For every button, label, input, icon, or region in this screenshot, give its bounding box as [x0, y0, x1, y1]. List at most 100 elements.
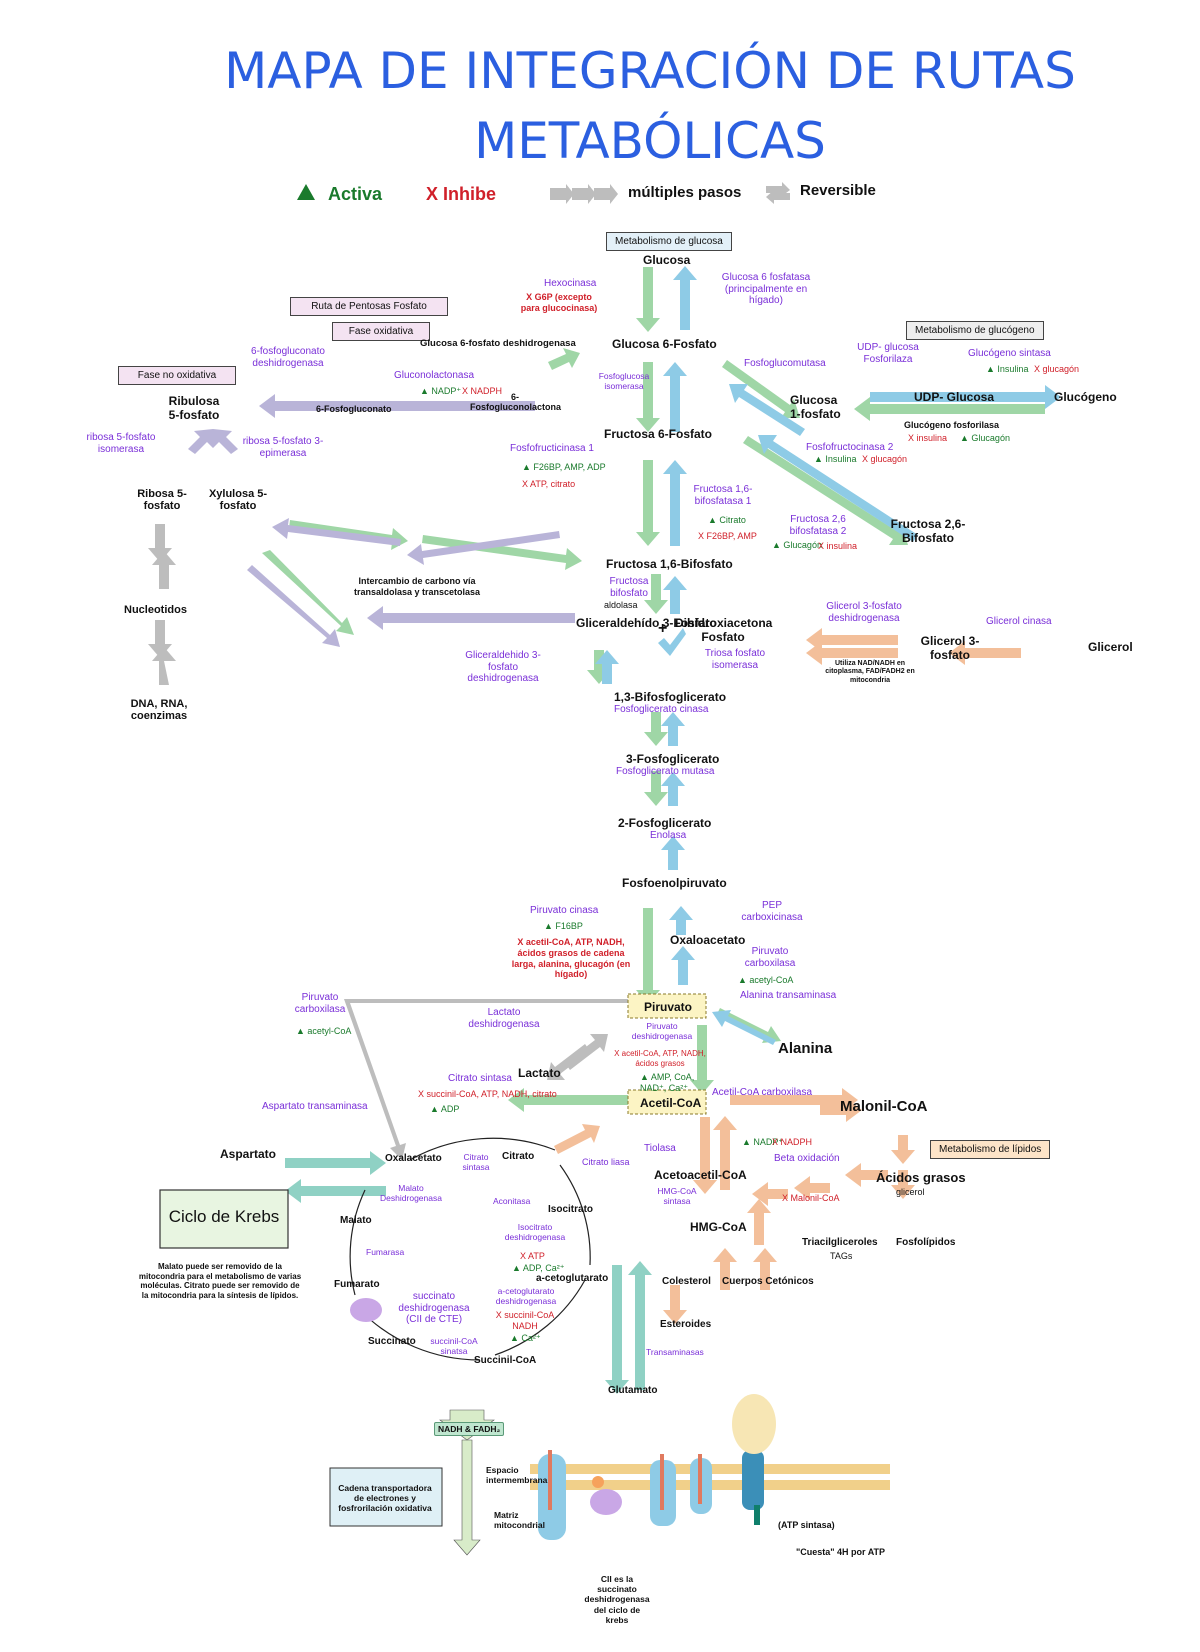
node-succinato: Succinato	[368, 1336, 416, 1347]
node-13bpg: 1,3-Bifosfoglicerato	[614, 690, 727, 704]
node-hmgcoa: HMG-CoA	[690, 1220, 747, 1234]
node-ribulosa: Ribulosa 5-fosfato	[168, 394, 220, 422]
enzyme-scs: succinil-CoA sinatsa	[430, 1336, 478, 1356]
reg-akg-x: X succinil-CoA NADH	[495, 1310, 555, 1331]
enzyme-r5pi: ribosa 5-fosfato isomerasa	[86, 432, 156, 455]
reg-pdh-act: ▲ AMP, CoA, NAD⁺, Ca²⁺	[640, 1072, 695, 1093]
node-f6p: Fructosa 6-Fosfato	[604, 427, 713, 441]
reg-idh-act: ▲ ADP, Ca²⁺	[512, 1263, 565, 1273]
node-tags: TAGs	[830, 1251, 853, 1261]
enzyme-glicerolcinasa: Glicerol cinasa	[986, 616, 1052, 627]
amino-arrows	[285, 1151, 652, 1394]
node-triacilgliceroles: Triacilgliceroles	[802, 1237, 878, 1248]
enzyme-pc: Piruvato carboxilasa	[744, 946, 796, 969]
node-dhap: Dihidroxiacetona Fosfato	[675, 616, 773, 644]
enzyme-aconitasa: Aconitasa	[493, 1196, 531, 1206]
enzyme-pepck: PEP carboxicinasa	[741, 900, 803, 923]
enzyme-gluconolactonasa: Gluconolactonasa	[394, 370, 475, 381]
note-atp-sintasa: (ATP sintasa)	[778, 1520, 835, 1530]
enzyme-fbpasa1: Fructosa 1,6-bifosfatasa 1	[693, 484, 753, 507]
enzyme-gapdh: Gliceraldehido 3-fosfato deshidrogenasa	[465, 650, 541, 684]
node-acetoacetil: Acetoacetil-CoA	[654, 1168, 747, 1182]
enzyme-aldolasa: Fructosa bifosfato	[609, 576, 649, 599]
reg-gs-act: ▲ Insulina	[986, 364, 1029, 374]
enzyme-krebs-malato: Malato Deshidrogenasa	[380, 1183, 442, 1203]
enzyme-g3pdh: Glicerol 3-fosfato deshidrogenasa	[826, 601, 902, 624]
node-gap: Gliceraldehído 3-Fosfato	[576, 616, 717, 630]
enzyme-g6fosfatasa: Glucosa 6 fosfatasa (principalmente en h…	[721, 272, 811, 306]
enzyme-tiolasa: Tiolasa	[644, 1143, 676, 1154]
enzyme-transaminasas: Transaminasas	[646, 1347, 704, 1357]
enzyme-hexocinasa: Hexocinasa	[544, 278, 597, 289]
reg-gp-x: X insulina	[908, 433, 948, 443]
reg-fbp1-x: X F26BP, AMP	[698, 531, 757, 541]
label-intercambio: Intercambio de carbono vía transaldolasa…	[353, 576, 481, 597]
node-acetilcoa: Acetil-CoA	[640, 1096, 702, 1110]
reg-hexo-x: X G6P (excepto para glucocinasa)	[520, 292, 598, 313]
reg-g6pdh-act: ▲ NADP⁺	[420, 386, 462, 396]
label-ciclo-krebs: Ciclo de Krebs	[168, 1207, 280, 1226]
node-esteroides: Esteroides	[660, 1319, 712, 1330]
node-6fosfogluconato: 6-Fosfogluconato	[316, 404, 392, 414]
enzyme-triosa: Triosa fosfato isomerasa	[704, 648, 766, 671]
node-g1p: Glucosa 1-fosfato	[790, 393, 841, 421]
enzyme-fosfoglucomutasa: Fosfoglucomutasa	[744, 358, 826, 369]
label-metabolismo-glucogeno: Metabolismo de glucógeno	[906, 321, 1044, 340]
note-malato: Malato puede ser removido de la mitocond…	[138, 1262, 302, 1300]
reverse-glucogen-arrows	[854, 397, 1045, 421]
enzyme-pfk1: Fosfofructicinasa 1	[510, 443, 594, 454]
reg-pk-act: ▲ F16BP	[544, 921, 583, 931]
enzyme-ldh: Lactato deshidrogenasa	[468, 1007, 540, 1030]
node-g6p: Glucosa 6-Fosfato	[612, 337, 717, 351]
enzyme-alt: Alanina transaminasa	[740, 990, 837, 1001]
enzyme-pgk: Fosfoglicerato cinasa	[614, 704, 709, 715]
enzyme-pc2: Piruvato carboxilasa	[294, 992, 346, 1015]
pentose-arrows	[188, 394, 575, 647]
reg-beta-x: X Malonil-CoA	[782, 1193, 840, 1203]
enzyme-asptrans: Aspartato transaminasa	[262, 1101, 368, 1112]
note-cuesta: "Cuesta" 4H por ATP	[796, 1547, 886, 1557]
reg-acc-x: X NADPH	[772, 1137, 813, 1147]
enzyme-citsint: Citrato sintasa	[448, 1073, 512, 1084]
node-fumarato: Fumarato	[334, 1279, 380, 1290]
legend-inhibe: X Inhibe	[426, 184, 497, 204]
label-metabolismo-glucosa: Metabolismo de glucosa	[606, 232, 732, 251]
etc-diagram	[329, 1394, 890, 1556]
enzyme-pdh: Piruvato deshidrogenasa	[631, 1021, 693, 1041]
enzyme-sdh: succinato deshidrogenasa (CII de CTE)	[398, 1291, 470, 1325]
label-cadena: Cadena transportadora de electrones y fo…	[338, 1483, 432, 1514]
node-alanina: Alanina	[778, 1040, 833, 1057]
node-f26bp: Fructosa 2,6-Bifosfato	[890, 517, 966, 545]
reg-pdh-x: X acetil-CoA, ATP, NADH, ácidos grasos	[614, 1049, 706, 1068]
reg-fbp2-act: ▲ Glucagón	[772, 540, 822, 550]
reg-pfk2-x: X glucagón	[862, 454, 908, 464]
node-a-cetoglutarato: a-cetoglutarato	[536, 1273, 609, 1284]
enzyme-pgm: Fosfoglicerato mutasa	[616, 766, 715, 777]
enzyme-hmgsint: HMG-CoA sintasa	[657, 1186, 697, 1206]
label-pentosas: Ruta de Pentosas Fosfato	[290, 297, 448, 316]
enzyme-isocitrato-dh: Isocitrato deshidrogenasa	[504, 1222, 566, 1242]
note-glicerol: Utiliza NAD/NADH en citoplasma, FAD/FADH…	[825, 660, 915, 684]
reg-acc-act: ▲ NADP⁺	[742, 1137, 784, 1147]
legend-reversible: Reversible	[800, 182, 876, 199]
node-glicerol3p: Glicerol 3-fosfato	[920, 634, 980, 662]
node-succinilcoa: Succinil-CoA	[474, 1355, 537, 1366]
glycolysis-arrows	[262, 267, 908, 1112]
reg-citsint-x: X succinil-CoA, ATP, NADH, citrato	[418, 1089, 557, 1099]
reg-akg-act: ▲ Ca²⁺	[510, 1333, 541, 1343]
reg-pfk1-x: X ATP, citrato	[522, 479, 576, 489]
lipid-arrows	[554, 641, 1021, 1324]
note-matriz: Matriz mitocondrial	[494, 1510, 546, 1531]
reg-pk-x: X acetil-CoA, ATP, NADH, ácidos grasos d…	[511, 937, 631, 980]
enzyme-pk: Piruvato cinasa	[530, 905, 599, 916]
node-oxaloacetato-gluco: Oxaloacetato	[670, 933, 746, 947]
enzyme-fumarasa: Fumarasa	[366, 1247, 405, 1257]
enzyme-fbpasa2: Fructosa 2,6 bifosfatasa 2	[789, 514, 847, 537]
reg-pfk2-act: ▲ Insulina	[814, 454, 857, 464]
node-oxalacetato: Oxalacetato	[385, 1153, 442, 1164]
enzyme-r5pe: ribosa 5-fosfato 3-epimerasa	[242, 436, 324, 459]
reg-pfk1-act: ▲ F26BP, AMP, ADP	[522, 462, 606, 472]
note-espacio: Espacio intermembrana	[486, 1465, 548, 1486]
gray-arrows	[148, 524, 635, 1160]
